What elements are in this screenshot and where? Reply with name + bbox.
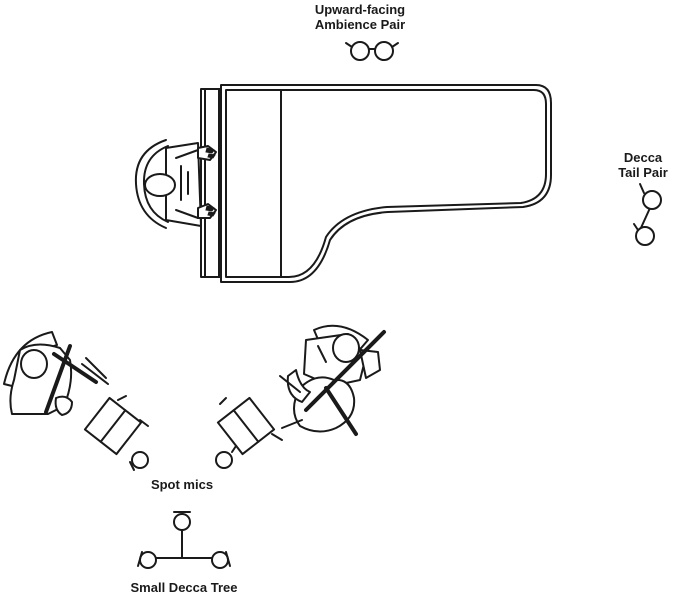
ambience-pair-mics	[345, 41, 399, 61]
decca-tail-pair-mics	[633, 183, 662, 246]
ambience-pair-label-line2: Ambience Pair	[314, 17, 406, 32]
small-decca-tree	[137, 511, 231, 569]
decca-tail-pair-label-line2: Tail Pair	[618, 165, 668, 180]
cellist	[279, 324, 386, 436]
ambience-pair-label: Upward-facing Ambience Pair	[300, 2, 420, 32]
spot-mic-left	[83, 395, 149, 471]
decca-tail-pair-label-line1: Decca	[623, 150, 663, 165]
small-decca-tree-label: Small Decca Tree	[130, 580, 238, 595]
pianist	[134, 139, 217, 229]
ambience-pair-label-line1: Upward-facing	[314, 2, 406, 17]
grand-piano	[200, 84, 552, 283]
spot-mics-label: Spot mics	[150, 477, 214, 492]
spot-mic-right	[215, 396, 283, 469]
decca-tail-pair-label: Decca Tail Pair	[608, 150, 678, 180]
violinist	[3, 331, 109, 416]
